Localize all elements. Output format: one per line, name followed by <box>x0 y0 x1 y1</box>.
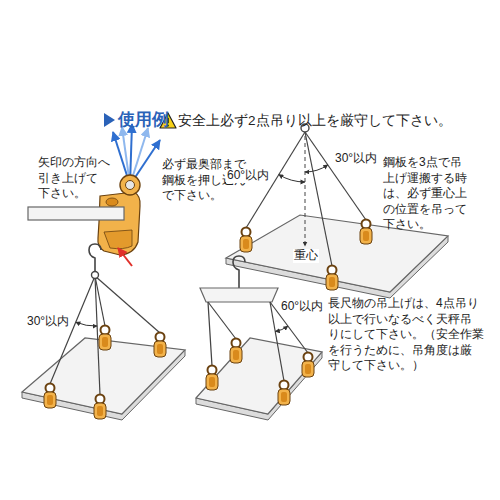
clamp-detail <box>98 192 140 255</box>
balance-beam-lift <box>206 366 218 391</box>
clamp-detail <box>104 230 132 249</box>
warning-note: 安全上必ず2点吊り以上を厳守して下さい。 <box>178 112 452 130</box>
three-point-lift <box>279 175 305 182</box>
clamp-detail <box>28 207 124 220</box>
instruction-note: 長尺物の吊上げは、4点吊り 以上で行いなるべく天秤吊 りにして下さい。（安全作業… <box>328 296 492 374</box>
center-of-gravity-label: 重心 <box>293 249 319 263</box>
balance-beam-lift <box>275 326 288 331</box>
three-point-lift <box>305 136 306 246</box>
three-point-lift <box>240 228 252 253</box>
four-point-lift <box>95 276 160 333</box>
heading-marker <box>104 113 115 127</box>
three-point-lift <box>305 165 328 172</box>
heading-marker <box>104 113 115 127</box>
instruction-note: 矢印の方向へ 引き上げて 下さい。 <box>38 155 122 202</box>
four-point-lift <box>50 276 95 384</box>
four-point-lift <box>89 244 101 272</box>
four-point-lift <box>22 244 185 420</box>
angle-limit: 30°以内 <box>334 152 378 166</box>
balance-beam-lift <box>200 288 278 302</box>
three-point-lift <box>360 220 372 245</box>
balance-beam-lift <box>302 353 314 378</box>
four-point-lift <box>99 326 111 351</box>
four-point-lift <box>94 395 106 420</box>
balance-beam-lift <box>233 256 245 288</box>
four-point-lift <box>44 384 56 409</box>
balance-beam-lift <box>230 339 242 364</box>
balance-beam-lift <box>208 302 236 339</box>
balance-beam-lift <box>270 302 284 381</box>
balance-beam-lift <box>208 302 212 366</box>
clamp-detail <box>120 175 140 195</box>
four-point-lift <box>154 333 166 358</box>
balance-beam-lift <box>196 256 322 420</box>
four-point-lift <box>76 322 97 326</box>
angle-limit: 60°以内 <box>280 300 324 314</box>
angle-limit: 30°以内 <box>26 315 70 329</box>
angle-limit: 60°以内 <box>226 169 270 183</box>
clamp-detail <box>106 198 118 206</box>
instruction-note: 鋼板を3点で吊 上げ運搬する時 は、必ず重心上 の位置を吊って 下さい。 <box>383 155 479 233</box>
balance-beam-lift <box>278 381 290 406</box>
clamp-detail <box>126 181 135 190</box>
clamp-detail <box>118 248 132 266</box>
section-title: 使用例 <box>118 110 169 130</box>
three-point-lift <box>326 266 338 291</box>
four-point-lift <box>92 272 99 279</box>
three-point-lift <box>305 132 332 266</box>
balance-beam-lift <box>196 338 322 414</box>
